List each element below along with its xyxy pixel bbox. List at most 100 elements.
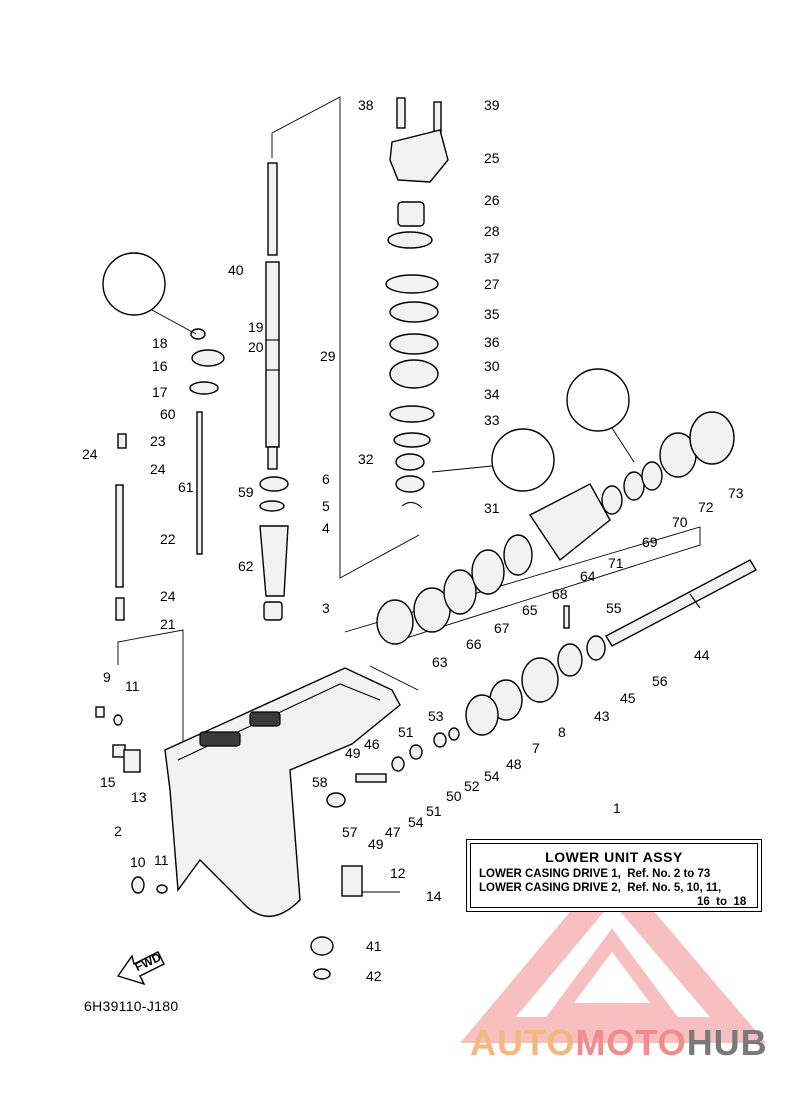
callout-6: 6: [322, 471, 330, 487]
watermark-auto: AUTO: [470, 1022, 576, 1063]
callout-20: 20: [248, 339, 264, 355]
callout-52: 52: [464, 778, 480, 794]
callout-42: 42: [366, 968, 382, 984]
propeller-shaft-44: [605, 559, 757, 647]
callout-32: 32: [358, 451, 374, 467]
forward-arrow-icon: FWD: [116, 950, 165, 986]
callout-47: 47: [385, 824, 401, 840]
callout-27: 27: [484, 276, 500, 292]
callout-9: 9: [103, 669, 111, 685]
callout-14: 14: [426, 888, 442, 904]
assembly-row-drive-2-continued: 16 to 18: [697, 896, 747, 908]
callout-45: 45: [620, 690, 636, 706]
rod-22: [115, 484, 124, 588]
callout-65: 65: [522, 602, 538, 618]
callout-30: 30: [484, 358, 500, 374]
callout-40: 40: [228, 262, 244, 278]
callout-4: 4: [322, 520, 330, 536]
callout-28: 28: [484, 223, 500, 239]
callout-53: 53: [428, 708, 444, 724]
callout-46: 46: [364, 736, 380, 752]
callout-22: 22: [160, 531, 176, 547]
callout-3: 3: [322, 600, 330, 616]
callout-11: 11: [125, 678, 140, 694]
callout-17: 17: [152, 384, 168, 400]
callout-23: 23: [150, 433, 166, 449]
callout-39: 39: [484, 97, 500, 113]
callout-69: 69: [642, 534, 658, 550]
callout-59: 59: [238, 484, 254, 500]
shift-rod-59: [196, 411, 203, 555]
lower-casing-2: [164, 667, 401, 918]
callout-51: 51: [398, 724, 414, 740]
callout-16: 16: [152, 358, 168, 374]
callout-57: 57: [342, 824, 358, 840]
shift-parts: [326, 727, 460, 808]
water-tube: [78, 350, 126, 420]
callout-25: 25: [484, 150, 500, 166]
callout-60: 60: [160, 406, 176, 422]
detail-callout-circles: [102, 252, 635, 492]
left-hardware: [95, 328, 400, 980]
callout-71: 71: [608, 555, 624, 571]
callout-38: 38: [358, 97, 374, 113]
callout-48: 48: [506, 756, 522, 772]
callout-70: 70: [672, 514, 688, 530]
assembly-title: LOWER UNIT ASSY: [545, 849, 683, 865]
callout-24: 24: [150, 461, 166, 477]
callout-67: 67: [494, 620, 510, 636]
callout-54: 54: [484, 768, 500, 784]
callout-13: 13: [131, 789, 147, 805]
watermark-moto: MOTO: [575, 1022, 687, 1063]
callout-58: 58: [312, 774, 328, 790]
callout-8: 8: [558, 724, 566, 740]
callout-55: 55: [606, 600, 622, 616]
callout-15: 15: [100, 774, 116, 790]
callout-10: 10: [130, 854, 146, 870]
callout-49: 49: [368, 836, 384, 852]
callout-24: 24: [82, 446, 98, 462]
callout-34: 34: [484, 386, 500, 402]
callout-66: 66: [466, 636, 482, 652]
assembly-row-drive-2: LOWER CASING DRIVE 2, Ref. No. 5, 10, 11…: [479, 882, 722, 894]
callout-43: 43: [594, 708, 610, 724]
callout-62: 62: [238, 558, 254, 574]
callout-29: 29: [320, 348, 336, 364]
assembly-reference-box: LOWER UNIT ASSY LOWER CASING DRIVE 1, Re…: [466, 839, 762, 912]
callout-1: 1: [613, 800, 621, 816]
drive-shaft-40: [265, 162, 280, 470]
callout-21: 21: [160, 616, 176, 632]
callout-68: 68: [552, 586, 568, 602]
callout-61: 61: [178, 479, 194, 495]
watermark-logo: [460, 861, 767, 1043]
callout-5: 5: [322, 498, 330, 514]
watermark-brand-text: AUTOMOTOHUB: [470, 1022, 768, 1064]
callout-12: 12: [390, 865, 406, 881]
callout-51: 51: [426, 803, 442, 819]
driveshaft-bearings: [259, 476, 289, 621]
callout-64: 64: [580, 568, 596, 584]
callout-63: 63: [432, 654, 448, 670]
callout-31: 31: [484, 500, 500, 516]
callout-35: 35: [484, 306, 500, 322]
callout-44: 44: [694, 647, 710, 663]
callout-72: 72: [698, 499, 714, 515]
callout-50: 50: [446, 788, 462, 804]
callout-19: 19: [248, 319, 264, 335]
diagram-code: 6H39110-J180: [84, 998, 179, 1014]
callout-41: 41: [366, 938, 382, 954]
callout-56: 56: [652, 673, 668, 689]
watermark-hub: HUB: [686, 1022, 768, 1063]
callout-7: 7: [532, 740, 540, 756]
callout-11: 11: [154, 852, 169, 868]
group-outlines: [117, 96, 701, 760]
callout-36: 36: [484, 334, 500, 350]
water-pump-parts: [385, 97, 449, 509]
callout-49: 49: [345, 745, 361, 761]
callout-33: 33: [484, 412, 500, 428]
propshaft-gears: [376, 411, 735, 736]
callout-18: 18: [152, 335, 168, 351]
callout-2: 2: [114, 823, 122, 839]
callout-24: 24: [160, 588, 176, 604]
